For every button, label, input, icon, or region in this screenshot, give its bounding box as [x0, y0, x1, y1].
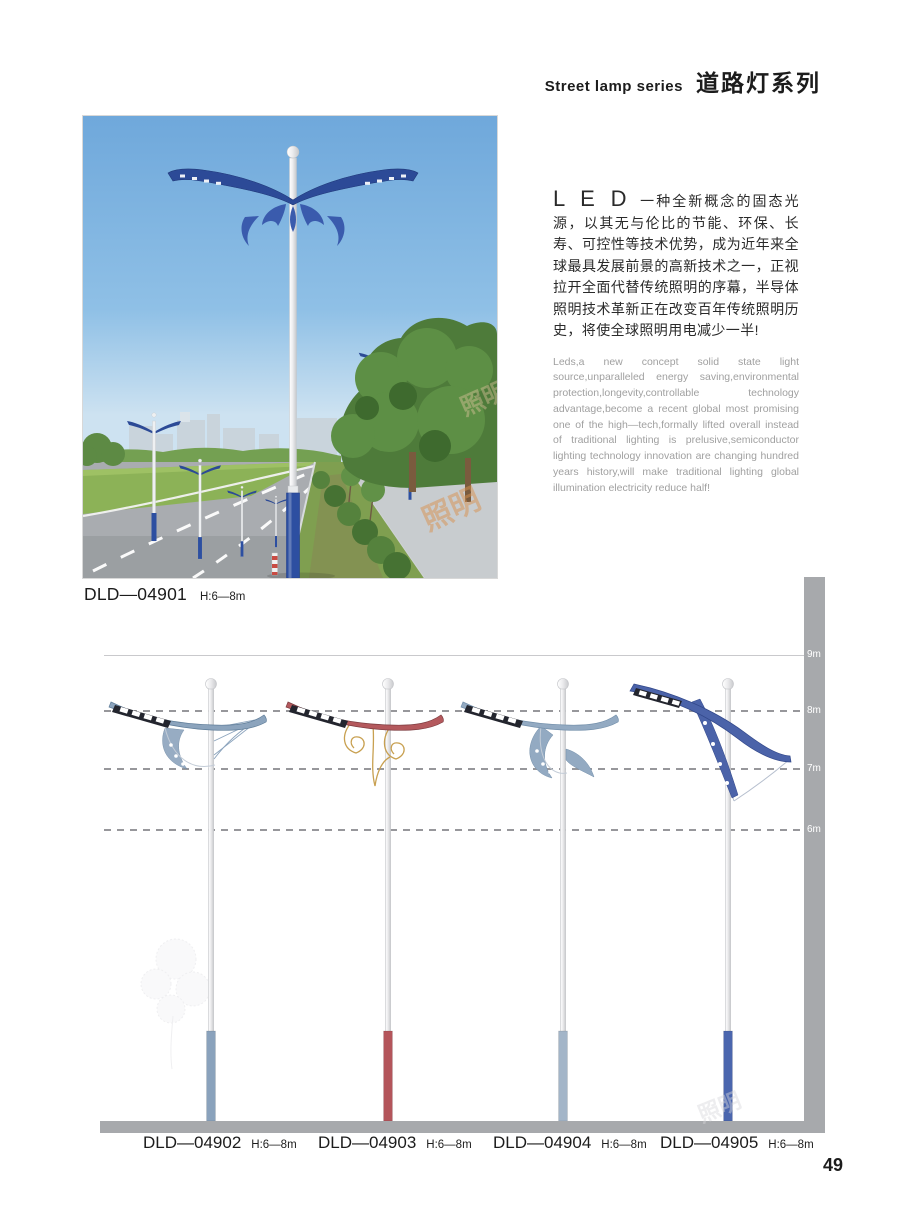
pole-base [206, 1030, 216, 1121]
ruler-mark-9m: 9m [807, 649, 821, 660]
pole-finial [205, 678, 217, 690]
lamp-drawing-04905 [618, 664, 818, 1121]
photo-scene: 照明 照明 [83, 116, 497, 578]
lamp-arm [285, 701, 444, 787]
pole-base [383, 1030, 393, 1121]
pole-finial [382, 678, 394, 690]
intro-text-en: Leds,a new concept solid state light sou… [553, 355, 799, 494]
product-label-04902: DLD—04902 H:6—8m [143, 1133, 297, 1153]
product-photo: 照明 照明 [82, 115, 498, 579]
height-range: H:6—8m [199, 591, 246, 603]
pole [725, 688, 731, 1121]
model-code: DLD—04903 [318, 1133, 417, 1152]
main-lamp-finial [286, 145, 300, 159]
lamp-arm [460, 701, 619, 779]
pole-base [723, 1030, 733, 1121]
model-code: DLD—04901 [84, 584, 187, 604]
height-line-9m [104, 655, 804, 656]
bollard [271, 552, 278, 576]
ruler-mark-6m: 6m [807, 824, 821, 835]
trees [83, 317, 497, 502]
sketch-tree [140, 938, 211, 1070]
led-heading: L E D [553, 186, 631, 211]
ruler-mark-7m: 7m [807, 763, 821, 774]
product-label-04903: DLD—04903 H:6—8m [318, 1133, 472, 1153]
pole-finial [557, 678, 569, 690]
median-bushes [312, 466, 411, 578]
height-line-7m [104, 768, 804, 770]
model-code: DLD—04905 [660, 1133, 759, 1152]
series-title-cn: 道路灯系列 [696, 70, 821, 96]
height-ruler [804, 577, 825, 1133]
page-header: Street lamp series 道路灯系列 [545, 64, 821, 98]
pole [560, 688, 566, 1121]
led-windows [180, 174, 406, 185]
main-lamp-base [286, 492, 300, 578]
series-title-en: Street lamp series [544, 78, 683, 95]
height-line-6m [104, 829, 804, 831]
lamp-arm [108, 701, 267, 770]
pole [208, 688, 214, 1121]
lamp-drawing-04904 [453, 664, 653, 1121]
model-code: DLD—04904 [493, 1133, 592, 1152]
lamp-drawing-04902 [101, 664, 301, 1121]
model-code: DLD—04902 [143, 1133, 242, 1152]
intro-cn-body: 一种全新概念的固态光源，以其无与伦比的节能、环保、长寿、可控性等技术优势，成为近… [553, 193, 799, 338]
ruler-mark-8m: 8m [807, 705, 821, 716]
height-range: H:6—8m [426, 1139, 472, 1151]
height-line-8m [104, 710, 804, 712]
main-lamp-wings [167, 168, 419, 206]
pole [385, 688, 391, 1121]
height-range: H:6—8m [601, 1139, 647, 1151]
product-label-04905: DLD—04905 H:6—8m [660, 1133, 814, 1153]
pole-finial [722, 678, 734, 690]
page-number: 49 [822, 1155, 843, 1175]
height-range: H:6—8m [768, 1139, 814, 1151]
wing-ornaments [241, 204, 345, 246]
ground-bar [100, 1121, 825, 1133]
lamp-drawing-04903 [278, 664, 478, 1121]
main-lamp [167, 145, 419, 578]
product-label-04904: DLD—04904 H:6—8m [493, 1133, 647, 1153]
lamp-arm [629, 683, 792, 802]
product-label-04901: DLD—04901 H:6—8m [84, 584, 245, 605]
height-range: H:6—8m [251, 1139, 297, 1151]
pole-base [558, 1030, 568, 1121]
